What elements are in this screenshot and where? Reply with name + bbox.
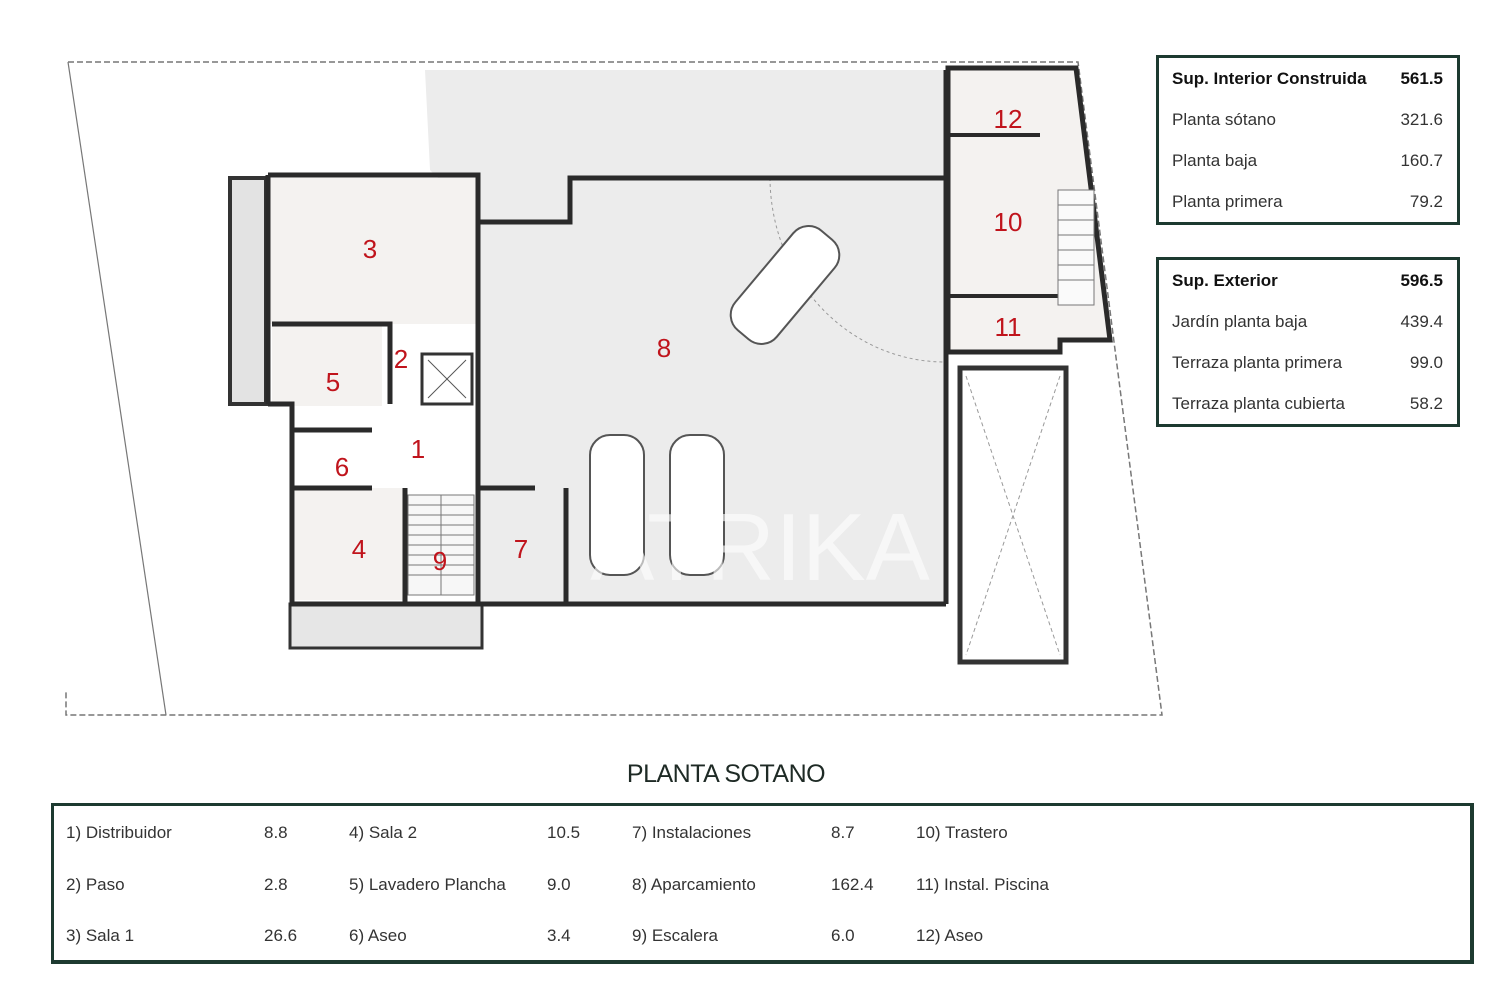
- room-list-label: 4) Sala 2: [349, 823, 418, 842]
- room-number-11: 11: [995, 312, 1022, 342]
- room-number-8: 8: [657, 333, 671, 363]
- room-list-label: 10) Trastero: [916, 823, 1008, 842]
- room-number-12: 12: [994, 104, 1023, 134]
- room-list-label: 8) Aparcamiento: [632, 875, 756, 894]
- row-value: 99.0: [1409, 352, 1443, 372]
- room-list-label: 7) Instalaciones: [632, 823, 752, 842]
- pool: [957, 365, 1069, 665]
- room-list-value: 8.7: [831, 823, 855, 842]
- floor-plan-drawing: ATRIKA 1 2 3 4 5 6 7 8 9 10 11 12: [65, 61, 1163, 716]
- room-number-10: 10: [994, 207, 1023, 237]
- row-value: 79.2: [1409, 191, 1443, 211]
- stairs-9: [407, 494, 475, 596]
- room-list-value: 162.4: [831, 875, 874, 894]
- room-number-4: 4: [352, 534, 366, 564]
- room-list-label: 1) Distribuidor: [66, 823, 172, 842]
- plot-boundary: [65, 61, 1163, 716]
- exterior-total-row: Sup. Exterior 596.5: [1159, 260, 1457, 301]
- interior-row: Planta sótano 321.6: [1159, 99, 1457, 140]
- interior-total: 561.5: [1400, 68, 1443, 88]
- room-3-area: [268, 178, 476, 324]
- interior-total-row: Sup. Interior Construida 561.5: [1159, 58, 1457, 99]
- interior-row: Planta baja 160.7: [1159, 140, 1457, 181]
- lightwell-bottom: [288, 602, 484, 650]
- row-label: Planta sótano: [1172, 109, 1276, 129]
- row-value: 321.6: [1400, 109, 1443, 129]
- room-list-label: 5) Lavadero Plancha: [349, 875, 506, 894]
- room-list-value: 9.0: [547, 875, 571, 894]
- row-value: 439.4: [1400, 311, 1443, 331]
- room-list-label: 6) Aseo: [349, 926, 407, 945]
- room-list-value: 10.5: [547, 823, 581, 842]
- row-label: Terraza planta primera: [1172, 352, 1343, 372]
- room-list-label: 3) Sala 1: [66, 926, 135, 945]
- room-list-value: 2.8: [264, 875, 288, 894]
- room-number-5: 5: [326, 367, 340, 397]
- room-5-area: [272, 326, 382, 406]
- row-label: Jardín planta baja: [1172, 311, 1308, 331]
- room-list-value: 3.4: [547, 926, 571, 945]
- lightwell-left: [228, 176, 268, 406]
- room-list-label: 11) Instal. Piscina: [916, 875, 1049, 894]
- interior-area-table: Sup. Interior Construida 561.5 Planta sót…: [1156, 55, 1460, 225]
- room-list-table: 1) Distribuidor 8.8 2) Paso 2.8 3) Sala 1 26.…: [51, 803, 1474, 964]
- car-icon: [589, 225, 841, 576]
- row-label: Planta primera: [1172, 191, 1283, 211]
- room-list-value: 6.0: [831, 926, 855, 945]
- interior-row: Planta primera 79.2: [1159, 181, 1457, 222]
- room-list-value: 8.8: [264, 823, 288, 842]
- plot-boundary-left: [67, 61, 167, 716]
- room-number-7: 7: [514, 534, 528, 564]
- room-number-3: 3: [363, 234, 377, 264]
- exterior-row: Terraza planta primera 99.0: [1159, 342, 1457, 383]
- room-list-label: 9) Escalera: [632, 926, 718, 945]
- interior-title: Sup. Interior Construida: [1172, 68, 1367, 88]
- plan-title: PLANTA SOTANO: [626, 760, 826, 788]
- room-list-label: 12) Aseo: [916, 926, 984, 945]
- stairs-right: [1057, 189, 1095, 306]
- watermark: ATRIKA: [590, 494, 930, 601]
- exterior-row: Jardín planta baja 439.4: [1159, 301, 1457, 342]
- row-label: Planta baja: [1172, 150, 1258, 170]
- room-list-label: 2) Paso: [66, 875, 125, 894]
- exterior-row: Terraza planta cubierta 58.2: [1159, 383, 1457, 424]
- room-number-9: 9: [433, 546, 447, 576]
- exterior-area-table: Sup. Exterior 596.5 Jardín planta baja 439…: [1156, 257, 1460, 427]
- room-4-area: [295, 488, 405, 600]
- room-list-value: 26.6: [264, 926, 298, 945]
- room-number-6: 6: [335, 452, 349, 482]
- room-number-1: 1: [411, 434, 425, 464]
- elevator: [420, 352, 474, 406]
- room-number-2: 2: [394, 344, 408, 374]
- exterior-title: Sup. Exterior: [1172, 270, 1278, 290]
- row-label: Terraza planta cubierta: [1172, 393, 1345, 413]
- row-value: 58.2: [1409, 393, 1443, 413]
- exterior-total: 596.5: [1400, 270, 1443, 290]
- row-value: 160.7: [1400, 150, 1443, 170]
